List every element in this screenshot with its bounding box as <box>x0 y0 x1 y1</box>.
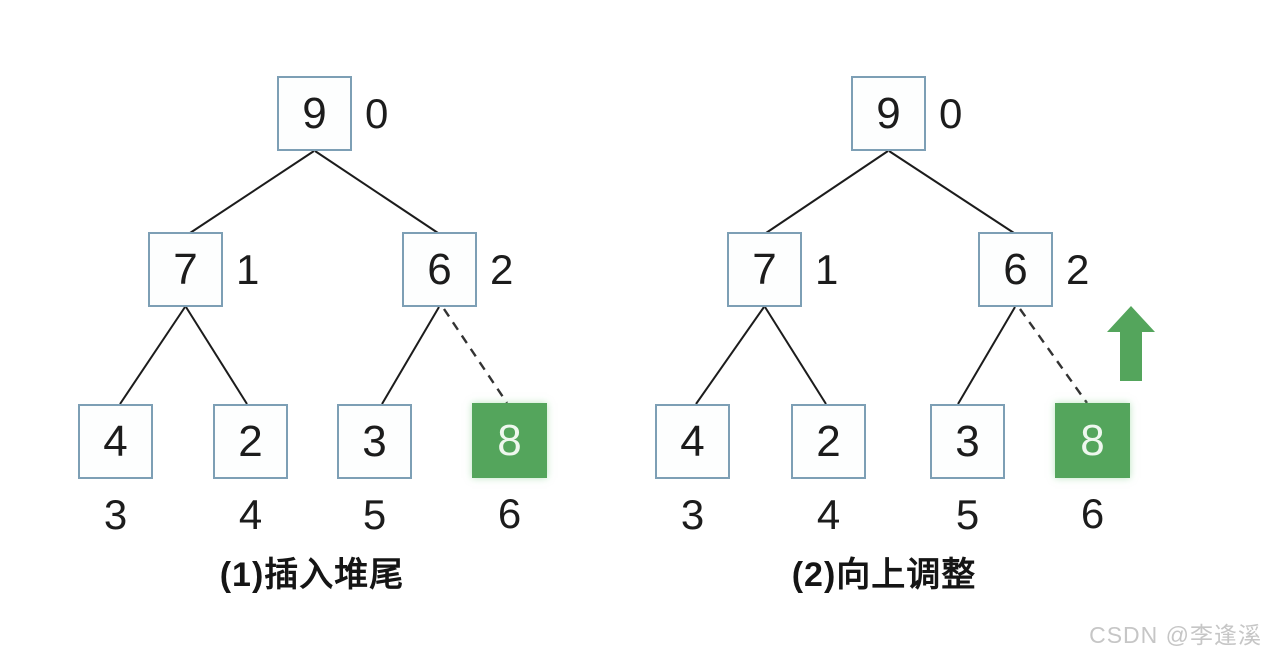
tree-edge-dashed <box>443 308 508 404</box>
node-value: 6 <box>1003 244 1028 294</box>
heap-node-2: 2 4 <box>213 404 288 536</box>
node-index: 5 <box>955 491 980 538</box>
tree-edge-dashed <box>1019 308 1088 404</box>
node-index: 4 <box>238 491 263 538</box>
node-index: 1 <box>236 245 260 293</box>
node-value: 3 <box>955 416 980 466</box>
node-value: 4 <box>680 416 705 466</box>
tree-edge <box>189 150 315 234</box>
node-index: 4 <box>816 491 841 538</box>
heap-node-4: 4 3 <box>78 404 153 536</box>
node-value: 2 <box>238 416 263 466</box>
diagram-caption-1: (1)插入堆尾 <box>219 556 405 594</box>
tree-edge <box>381 306 440 405</box>
node-index: 3 <box>680 491 705 538</box>
heap-node-3: 3 5 <box>337 404 412 536</box>
node-index: 2 <box>1066 245 1090 293</box>
node-value: 9 <box>876 88 901 138</box>
node-index: 0 <box>939 89 963 137</box>
tree-edge <box>314 150 439 234</box>
node-index: 1 <box>815 245 839 293</box>
node-value: 4 <box>103 416 128 466</box>
heap-node-6: 6 2 <box>978 232 1089 307</box>
heap-node-6: 6 2 <box>402 232 513 307</box>
node-value: 8 <box>497 415 522 465</box>
node-value: 8 <box>1080 415 1105 465</box>
node-value: 3 <box>362 416 387 466</box>
node-index: 0 <box>365 89 389 137</box>
node-value: 9 <box>302 88 327 138</box>
node-index: 2 <box>490 245 514 293</box>
node-index: 5 <box>362 491 387 538</box>
node-index: 3 <box>103 491 128 538</box>
tree-edge <box>695 306 765 405</box>
heap-node-9: 9 0 <box>277 76 388 151</box>
diagram-caption-2: (2)向上调整 <box>791 556 977 594</box>
node-value: 6 <box>427 244 452 294</box>
node-value: 7 <box>752 244 777 294</box>
heap-node-3: 3 5 <box>930 404 1005 536</box>
tree-edge <box>765 150 889 234</box>
tree-edge <box>119 306 186 405</box>
heap-node-4: 4 3 <box>655 404 730 536</box>
tree-edge <box>888 150 1015 234</box>
node-index: 6 <box>497 490 522 537</box>
tree-edge <box>957 306 1016 405</box>
csdn-watermark: CSDN @李逢溪 <box>1089 622 1262 648</box>
up-arrow-icon <box>1107 306 1155 381</box>
node-value: 2 <box>816 416 841 466</box>
heap-node-8-inserted: 8 6 <box>472 403 547 535</box>
node-index: 6 <box>1080 490 1105 537</box>
tree-edge <box>764 306 827 405</box>
heap-node-2: 2 4 <box>791 404 866 536</box>
node-value: 7 <box>173 244 198 294</box>
heap-node-9: 9 0 <box>851 76 962 151</box>
heap-node-7: 7 1 <box>727 232 838 307</box>
heap-node-7: 7 1 <box>148 232 259 307</box>
heap-node-8-inserted: 8 6 <box>1055 403 1130 535</box>
tree-edge <box>185 306 248 405</box>
